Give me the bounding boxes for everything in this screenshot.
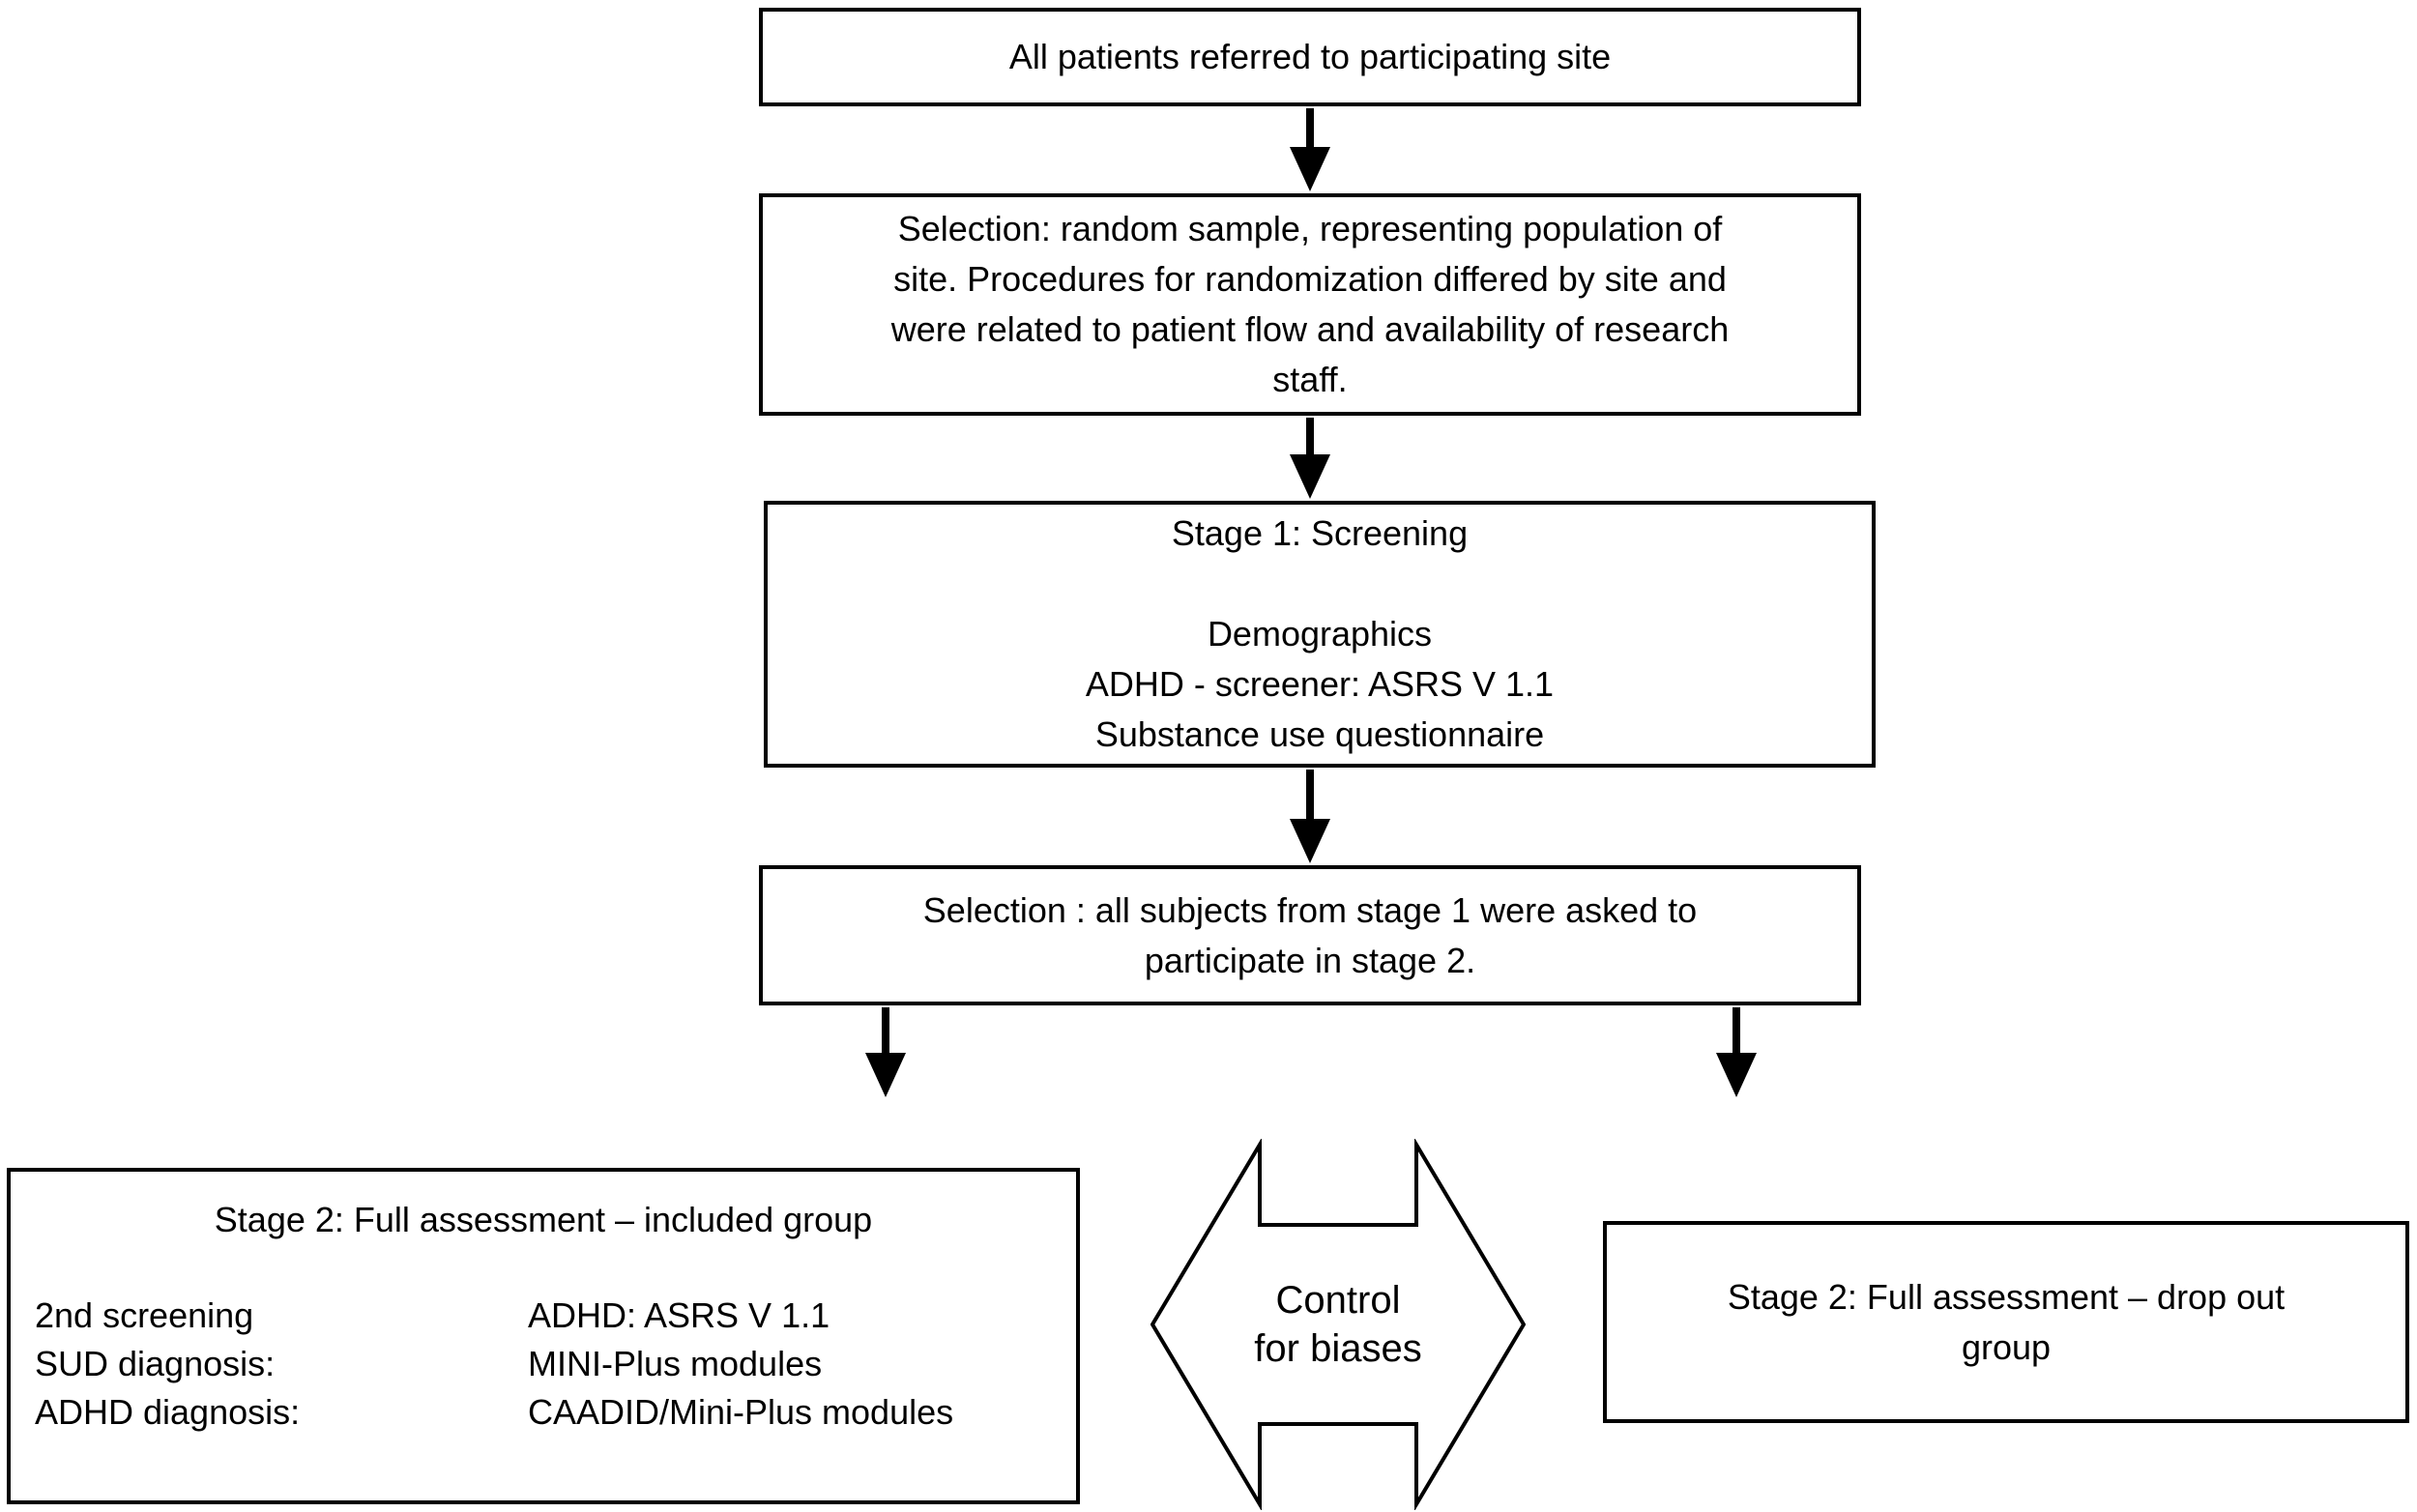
box-all-patients-text: All patients referred to participating s… (1008, 37, 1612, 76)
box-stage2-included-rows: 2nd screening ADHD: ASRS V 1.1 SUD diagn… (11, 1292, 1076, 1437)
box-selection-stage2-line: Selection : all subjects from stage 1 we… (922, 889, 1698, 930)
assessment-row: ADHD diagnosis: CAADID/Mini-Plus modules (11, 1388, 1076, 1437)
box-selection-random-line: site. Procedures for randomization diffe… (893, 259, 1727, 299)
box-stage2-dropout: Stage 2: Full assessment – drop out grou… (1603, 1221, 2409, 1423)
control-for-biases-shape: Control for biases (1150, 1139, 1526, 1510)
assessment-row-label: SUD diagnosis: (35, 1344, 276, 1383)
box-selection-random-line: staff. (1272, 360, 1348, 399)
arrow-down-3 (1289, 770, 1331, 863)
control-for-biases-line: for biases (1254, 1327, 1422, 1370)
assessment-row-label: ADHD diagnosis: (35, 1392, 301, 1432)
assessment-row-value: ADHD: ASRS V 1.1 (528, 1295, 830, 1335)
left-right-arrow-icon (1150, 1139, 1526, 1510)
box-selection-random-line: were related to patient flow and availab… (890, 309, 1730, 349)
arrow-head-icon (1290, 454, 1330, 499)
arrow-down-1 (1289, 108, 1331, 191)
assessment-row: SUD diagnosis: MINI-Plus modules (11, 1340, 1076, 1388)
assessment-row-label: 2nd screening (35, 1295, 254, 1335)
box-stage2-dropout-line: group (1961, 1326, 2052, 1367)
arrow-stem (1733, 1007, 1740, 1053)
box-stage2-included-title: Stage 2: Full assessment – included grou… (214, 1200, 873, 1239)
assessment-row: 2nd screening ADHD: ASRS V 1.1 (11, 1292, 1076, 1340)
box-selection-stage2-line: participate in stage 2. (1144, 940, 1476, 980)
box-stage2-included: Stage 2: Full assessment – included grou… (7, 1168, 1080, 1504)
arrow-down-right-branch (1715, 1007, 1758, 1097)
assessment-row-value: CAADID/Mini-Plus modules (528, 1392, 954, 1432)
box-selection-random-line: Selection: random sample, representing p… (897, 209, 1723, 248)
box-stage2-dropout-line: Stage 2: Full assessment – drop out (1727, 1276, 2286, 1317)
arrow-down-2 (1289, 418, 1331, 499)
arrow-head-icon (1290, 147, 1330, 191)
control-for-biases-label: Control for biases (1150, 1139, 1526, 1510)
box-stage1-title: Stage 1: Screening (1171, 513, 1469, 553)
box-all-patients: All patients referred to participating s… (759, 8, 1861, 106)
arrow-stem (1306, 770, 1314, 819)
box-stage1-line: Demographics (1207, 614, 1433, 654)
control-for-biases-line: Control (1275, 1279, 1401, 1322)
box-selection-random: Selection: random sample, representing p… (759, 193, 1861, 416)
assessment-row-value: MINI-Plus modules (528, 1344, 823, 1383)
arrow-stem (1306, 418, 1314, 454)
arrow-head-icon (865, 1053, 906, 1097)
arrow-head-icon (1290, 819, 1330, 863)
box-selection-stage2: Selection : all subjects from stage 1 we… (759, 865, 1861, 1005)
box-stage1-line: Substance use questionnaire (1094, 714, 1545, 754)
arrow-head-icon (1716, 1053, 1757, 1097)
box-stage1-line: ADHD - screener: ASRS V 1.1 (1085, 664, 1555, 704)
arrow-down-left-branch (864, 1007, 907, 1097)
box-stage1-content: Stage 1: Screening Demographics ADHD - s… (768, 509, 1872, 760)
box-stage1-screening: Stage 1: Screening Demographics ADHD - s… (764, 501, 1876, 768)
arrow-stem (882, 1007, 889, 1053)
arrow-stem (1306, 108, 1314, 147)
